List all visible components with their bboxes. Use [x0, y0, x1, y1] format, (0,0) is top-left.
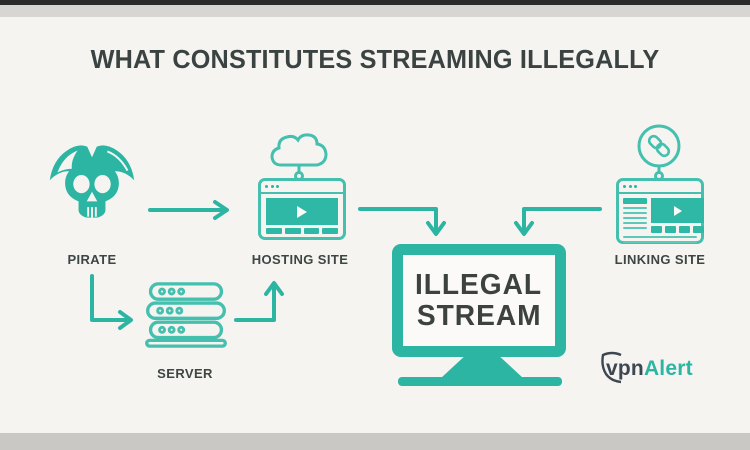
arrow-linking-to-stream: [514, 207, 602, 236]
illegal-stream-line2: STREAM: [416, 299, 542, 332]
thumbnail-row: [266, 228, 338, 234]
shield-icon: [601, 351, 622, 384]
server-rack-icon: [145, 282, 227, 348]
cloud-icon: [270, 133, 328, 172]
thumbnail: [266, 228, 282, 234]
pirate-skull-icon: [49, 145, 135, 218]
browser-dot: [628, 185, 632, 188]
linking-site-browser-icon: [616, 178, 704, 244]
browser-dot: [276, 185, 279, 188]
monitor-screen: ILLEGAL STREAM: [403, 255, 555, 346]
thumbnail: [693, 226, 704, 233]
top-dark-strip: [0, 0, 750, 5]
logo-prefix: vpn: [606, 357, 644, 380]
thumbnail: [679, 226, 690, 233]
vpnalert-logo: vpnAlert: [598, 350, 728, 390]
pirate-label: PIRATE: [67, 252, 117, 267]
thumbnail: [651, 226, 662, 233]
browser-dot: [265, 185, 268, 188]
thumbnail: [665, 226, 676, 233]
browser-chrome: [619, 181, 701, 194]
play-icon: [673, 205, 682, 216]
bottom-gray-strip: [0, 433, 750, 450]
logo-text: vpnAlert: [606, 357, 693, 381]
text-line: [623, 241, 697, 243]
text-line: [623, 217, 647, 219]
top-gray-strip: [0, 5, 750, 17]
hosting-site-browser-icon: [258, 178, 346, 240]
monitor-icon: ILLEGAL STREAM: [392, 244, 566, 357]
server-label: SERVER: [157, 366, 213, 381]
page-title: WHAT CONSTITUTES STREAMING ILLEGALLY: [90, 44, 660, 74]
browser-dot: [270, 185, 274, 188]
text-line: [623, 222, 647, 224]
link-icon: [637, 124, 681, 174]
illegal-stream-line1: ILLEGAL: [415, 269, 543, 302]
thumbnail: [303, 228, 320, 234]
arrow-server-to-hosting: [234, 281, 284, 322]
text-line: [623, 207, 647, 209]
thumbnail-row: [651, 226, 704, 233]
arrow-pirate-to-server: [90, 274, 133, 330]
thumbnail: [284, 228, 301, 234]
video-player: [266, 198, 338, 225]
linking-site-label: LINKING SITE: [614, 252, 706, 267]
text-line: [623, 212, 647, 214]
thumbnail: [322, 228, 338, 234]
play-icon: [297, 205, 307, 218]
browser-dot: [634, 185, 637, 188]
monitor-stand-base: [398, 377, 562, 386]
arrow-hosting-to-stream: [358, 207, 446, 236]
arrow-pirate-to-hosting: [148, 200, 229, 220]
browser-chrome: [261, 181, 343, 194]
monitor-stand-neck: [441, 356, 523, 378]
text-line: [623, 236, 697, 238]
sidebar-block: [623, 198, 647, 204]
text-line: [623, 227, 647, 229]
browser-dot: [623, 185, 626, 188]
hosting-site-label: HOSTING SITE: [251, 252, 349, 267]
video-player: [651, 198, 704, 223]
logo-suffix: Alert: [643, 357, 693, 380]
